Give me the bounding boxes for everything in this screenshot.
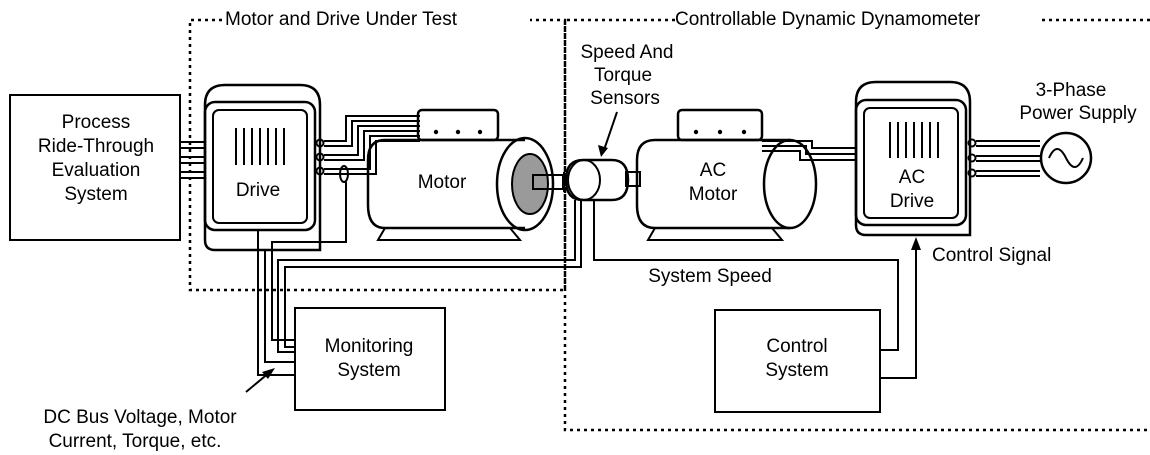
region-under-test: Motor and Drive Under Test <box>188 9 567 292</box>
monitoring-wires <box>257 182 582 376</box>
power-supply-label-1: 3-Phase <box>1036 80 1107 101</box>
region-dynamometer: Controllable Dynamic Dynamometer <box>563 9 1150 432</box>
monitoring-system-block: Monitoring System <box>294 307 446 411</box>
ac-drive-unit: AC Drive <box>854 80 977 237</box>
process-label-3: Evaluation <box>52 160 141 181</box>
drive-motor-cables <box>324 115 420 183</box>
ac-sine-icon <box>1048 148 1084 168</box>
drive-vent-icon <box>235 128 285 165</box>
ac-motor-label-2: Motor <box>689 184 738 205</box>
process-evaluation-block: Process Ride-Through Evaluation System <box>9 94 181 241</box>
ac-drive-label-2: Drive <box>890 191 934 212</box>
control-label-1: Control <box>766 336 827 357</box>
acmotor-acdrive-cables <box>762 140 856 161</box>
sensor-label-1: Speed And <box>581 42 674 63</box>
sensor-label-3: Sensors <box>590 88 660 109</box>
ac-drive-label-1: AC <box>899 167 925 188</box>
process-label-2: Ride-Through <box>38 136 154 157</box>
ac-drive-vent-icon <box>889 122 939 158</box>
speed-torque-sensor: Speed And Torque Sensors <box>563 42 674 202</box>
control-system-block: Control System <box>714 309 881 413</box>
control-signal-line: Control Signal <box>880 237 1051 379</box>
power-supply: 3-Phase Power Supply <box>1019 80 1137 185</box>
region-under-test-label: Motor and Drive Under Test <box>225 9 458 30</box>
monitoring-label-1: Monitoring <box>325 336 414 357</box>
process-label-4: System <box>64 184 127 205</box>
control-label-2: System <box>765 360 828 381</box>
motor-under-test: Motor <box>366 108 555 241</box>
power-cables <box>976 140 1040 177</box>
monitoring-label-2: System <box>337 360 400 381</box>
control-signal-label: Control Signal <box>932 245 1051 266</box>
monitor-note-line-1: DC Bus Voltage, Motor <box>43 407 237 428</box>
shaft-right <box>625 171 641 187</box>
system-speed-line: System Speed <box>593 200 899 351</box>
region-dynamometer-label: Controllable Dynamic Dynamometer <box>675 9 981 30</box>
control-signal-arrow-icon <box>911 237 921 250</box>
power-supply-label-2: Power Supply <box>1019 103 1137 124</box>
system-speed-label: System Speed <box>648 266 772 287</box>
ac-motor-label-1: AC <box>700 160 726 181</box>
monitor-note: DC Bus Voltage, Motor Current, Torque, e… <box>43 368 275 452</box>
monitor-note-line-2: Current, Torque, etc. <box>49 431 222 452</box>
drive-unit: Drive <box>203 83 325 252</box>
ac-motor: AC Motor <box>635 108 818 241</box>
process-drive-cables <box>180 141 205 179</box>
drive-label: Drive <box>236 180 280 201</box>
motor-label: Motor <box>418 172 467 193</box>
process-label-1: Process <box>62 112 131 133</box>
sensor-label-2: Torque <box>594 65 652 86</box>
